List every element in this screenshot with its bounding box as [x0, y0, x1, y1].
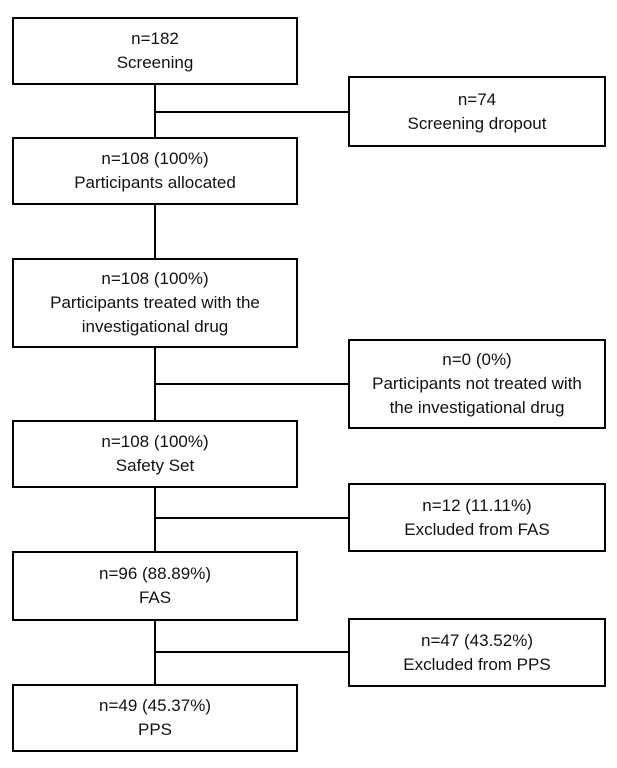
- box-count: n=74: [457, 89, 497, 109]
- flow-box-excluded-fas: n=12 (11.11%) Excluded from FAS: [348, 483, 606, 552]
- box-label: Participants allocated: [74, 173, 236, 192]
- connector-branch-screening-dropout: [155, 111, 348, 113]
- flow-box-fas: n=96 (88.89%) FAS: [12, 551, 298, 621]
- box-label: FAS: [138, 588, 172, 607]
- connector-vertical-safetyset-to-fas: [154, 488, 156, 551]
- flow-box-safety-set: n=108 (100%) Safety Set: [12, 420, 298, 488]
- box-count: n=12 (11.11%): [422, 495, 532, 515]
- connector-branch-not-treated: [155, 383, 348, 385]
- box-count: n=49 (45.37%): [99, 696, 211, 715]
- connector-vertical-allocated-to-treated: [154, 205, 156, 258]
- box-label: Participants treated with the: [50, 293, 260, 312]
- connector-branch-excluded-fas: [155, 517, 348, 519]
- flow-box-participants-allocated: n=108 (100%) Participants allocated: [12, 137, 298, 205]
- box-count: n=108 (100%): [101, 149, 209, 168]
- flow-box-pps: n=49 (45.37%) PPS: [12, 684, 298, 752]
- box-label: Excluded from FAS: [404, 519, 550, 539]
- box-count: n=108 (100%): [101, 432, 209, 451]
- flow-box-excluded-pps: n=47 (43.52%) Excluded from PPS: [348, 618, 606, 687]
- box-count: n=108 (100%): [101, 269, 209, 288]
- flow-box-not-treated: n=0 (0%) Participants not treated with t…: [348, 339, 606, 429]
- connector-branch-excluded-pps: [155, 651, 348, 653]
- box-label: Safety Set: [115, 456, 195, 475]
- flow-box-screening-dropout: n=74 Screening dropout: [348, 76, 606, 147]
- box-count: n=96 (88.89%): [99, 564, 211, 583]
- box-label: Participants not treated with: [372, 374, 582, 393]
- box-label: Excluded from PPS: [403, 654, 551, 674]
- box-label: the investigational drug: [389, 398, 565, 417]
- box-label: investigational drug: [81, 317, 229, 336]
- box-count: n=0 (0%): [442, 350, 512, 369]
- flow-box-participants-treated: n=108 (100%) Participants treated with t…: [12, 258, 298, 348]
- box-count: n=47 (43.52%): [421, 630, 533, 650]
- box-count: n=182: [131, 29, 179, 48]
- box-label: PPS: [137, 720, 173, 739]
- box-label: Screening: [116, 53, 194, 72]
- box-label: Screening dropout: [407, 113, 547, 133]
- flow-box-screening: n=182 Screening: [12, 17, 298, 85]
